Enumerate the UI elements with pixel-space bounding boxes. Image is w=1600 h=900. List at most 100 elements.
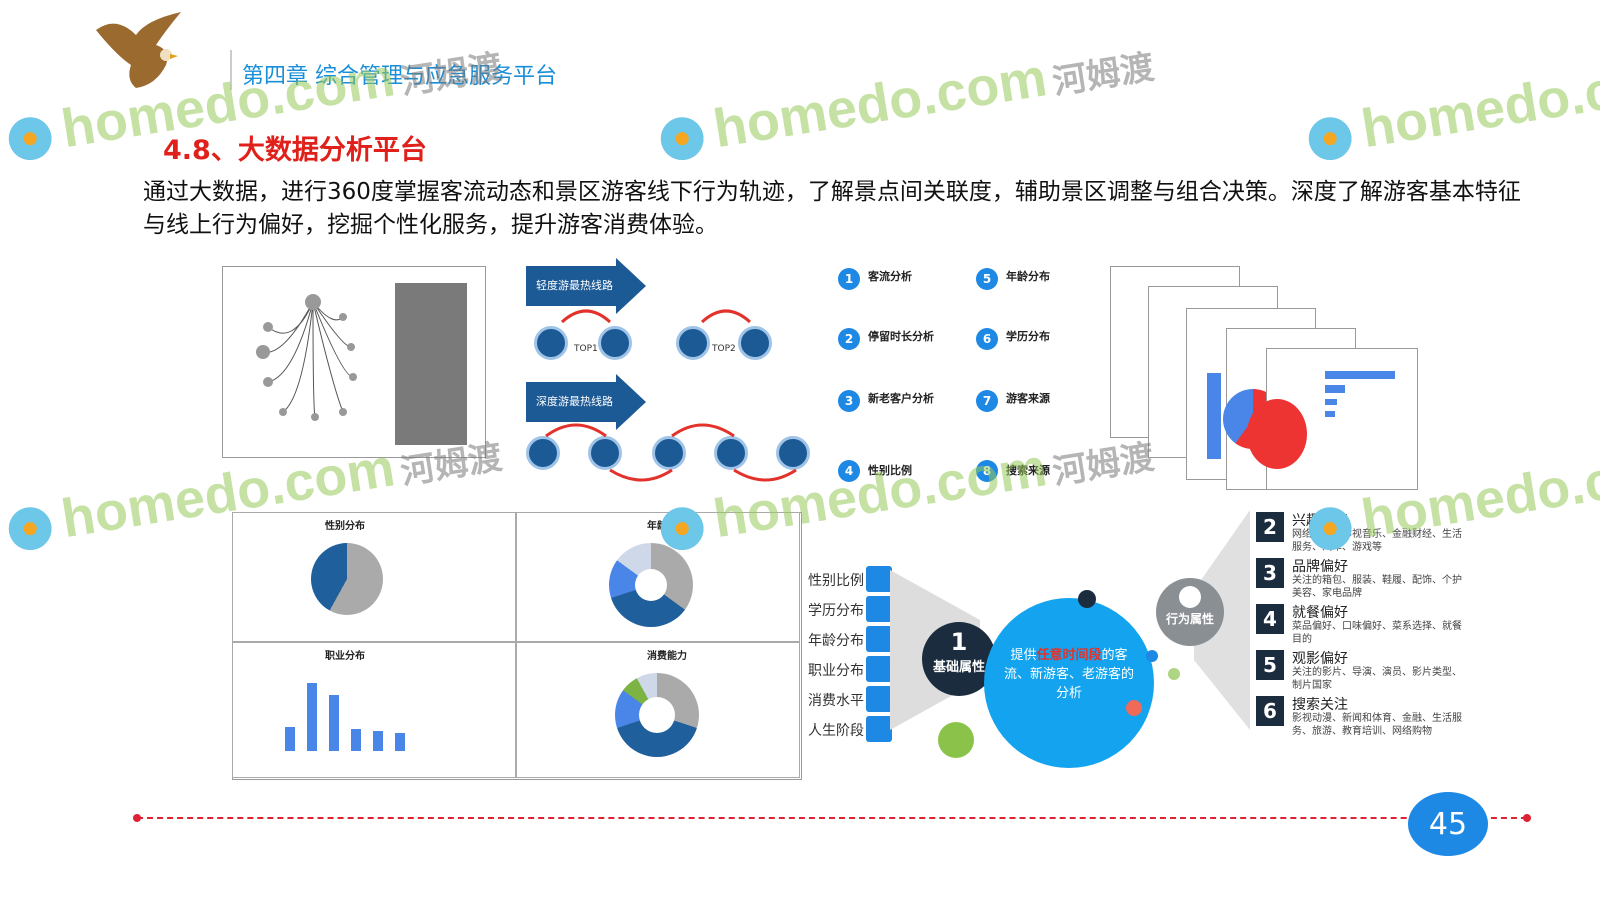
- consume-cell: 消费能力: [516, 642, 800, 778]
- route-node: [714, 436, 748, 470]
- basic-attr-circle: 1 基础属性: [922, 622, 996, 696]
- pref-title: 就餐偏好: [1292, 605, 1348, 621]
- consume-donut: [615, 673, 699, 757]
- job-cell: 职业分布: [232, 642, 516, 778]
- route-node: [588, 436, 622, 470]
- pref-desc: 关注的箱包、服装、鞋履、配饰、个护美容、家电品牌: [1292, 575, 1462, 599]
- center-pre: 提供: [1010, 648, 1037, 663]
- attr-label: 年龄分布: [808, 633, 864, 649]
- consume-title: 消费能力: [647, 651, 687, 662]
- route-node: [526, 436, 560, 470]
- basic-attr-num: 1: [950, 628, 968, 656]
- user-group-icon: [866, 656, 892, 682]
- pref-num: 3: [1256, 558, 1284, 588]
- eagle-icon: [96, 12, 181, 88]
- age-donut: [609, 543, 693, 627]
- job-bar: [373, 731, 383, 751]
- route-arrows-top: [560, 309, 752, 324]
- job-title: 职业分布: [325, 651, 365, 662]
- route-arrows-bottom: [545, 423, 797, 482]
- analysis-num: 7: [976, 390, 998, 412]
- banner-light-route: 轻度游最热线路: [526, 258, 646, 314]
- attr-label: 学历分布: [808, 603, 864, 619]
- user-group-icon: [866, 566, 892, 592]
- page-number: 45: [1408, 792, 1488, 856]
- analysis-title: 客流分析: [868, 270, 912, 283]
- job-bar: [285, 727, 295, 751]
- flower-logo-icon: [653, 499, 711, 557]
- gender-pie: [311, 543, 383, 615]
- footer-dot-right: [1523, 814, 1531, 822]
- deco-circle: [1168, 668, 1180, 680]
- attr-label: 人生阶段: [808, 723, 864, 739]
- chapter-title: 第四章 综合管理与应急服务平台: [242, 64, 557, 89]
- deco-circle: [938, 722, 974, 758]
- header-separator: [230, 50, 232, 90]
- flower-logo-icon: [1301, 109, 1359, 167]
- route-node: [738, 326, 772, 360]
- network-info-box: [395, 283, 467, 445]
- analysis-title: 停留时长分析: [868, 330, 934, 343]
- analysis-num: 6: [976, 328, 998, 350]
- pref-num: 5: [1256, 650, 1284, 680]
- network-diagram: [222, 266, 486, 458]
- user-group-icon: [866, 626, 892, 652]
- route-node: [652, 436, 686, 470]
- analysis-num: 5: [976, 268, 998, 290]
- deco-circle: [1146, 650, 1158, 662]
- analysis-num: 3: [838, 390, 860, 412]
- flower-logo-icon: [653, 109, 711, 167]
- analysis-title: 游客来源: [1006, 392, 1050, 405]
- analysis-title: 搜索来源: [1006, 464, 1050, 477]
- flower-logo-icon: [1, 109, 59, 167]
- flower-logo-icon: [1301, 499, 1359, 557]
- analysis-title: 年龄分布: [1006, 270, 1050, 283]
- analysis-title: 新老客户分析: [868, 392, 934, 405]
- analysis-num: 1: [838, 268, 860, 290]
- logo: [86, 10, 196, 90]
- behavior-label: 行为属性: [1165, 612, 1214, 626]
- job-bar: [329, 695, 339, 751]
- route-node: [598, 326, 632, 360]
- deco-circle: [1126, 700, 1142, 716]
- analysis-title: 性别比例: [868, 464, 912, 477]
- route-node: [676, 326, 710, 360]
- job-bar: [395, 733, 405, 751]
- pref-title: 观影偏好: [1292, 651, 1348, 667]
- attr-label: 职业分布: [808, 663, 864, 679]
- center-circle: 提供任意时间段的客流、新游客、老游客的分析: [984, 598, 1154, 768]
- flower-logo-icon: [1, 499, 59, 557]
- pref-num: 4: [1256, 604, 1284, 634]
- pref-desc: 影视动漫、新闻和体育、金融、生活服务、旅游、教育培训、网络购物: [1292, 713, 1462, 737]
- pref-num: 2: [1256, 512, 1284, 542]
- report-sheet: [1247, 348, 1418, 490]
- intro-paragraph: 通过大数据，进行360度掌握客流动态和景区游客线下行为轨迹，了解景点间关联度，辅…: [143, 179, 1521, 238]
- top1-label: TOP1: [574, 344, 598, 354]
- footer-divider: [137, 817, 1527, 819]
- center-rest: 的客流、新游客、老游客的分析: [1003, 648, 1134, 701]
- watermark: homedo.com: [1300, 46, 1600, 169]
- basic-attr-label: 基础属性: [932, 660, 985, 675]
- gender-title: 性别分布: [325, 521, 365, 532]
- center-highlight: 任意时间段: [1036, 648, 1102, 663]
- attr-label: 消费水平: [808, 693, 864, 709]
- user-group-icon: [866, 596, 892, 622]
- pref-title: 搜索关注: [1292, 697, 1348, 713]
- pref-num: 6: [1256, 696, 1284, 726]
- analysis-title: 学历分布: [1006, 330, 1050, 343]
- pref-title: 品牌偏好: [1292, 559, 1348, 575]
- job-bar: [351, 729, 361, 751]
- analysis-num: 8: [976, 460, 998, 482]
- analysis-num: 4: [838, 460, 860, 482]
- route-node: [776, 436, 810, 470]
- network-lines: [256, 294, 357, 421]
- job-bar: [307, 683, 317, 751]
- pref-desc: 菜品偏好、口味偏好、菜系选择、就餐目的: [1292, 621, 1462, 645]
- top2-label: TOP2: [712, 344, 736, 354]
- route-node: [534, 326, 568, 360]
- analysis-num: 2: [838, 328, 860, 350]
- footer-dot-left: [133, 814, 141, 822]
- user-group-icon: [866, 686, 892, 712]
- attr-label: 性别比例: [808, 573, 864, 589]
- watermark: homedo.com河姆渡: [652, 29, 1158, 169]
